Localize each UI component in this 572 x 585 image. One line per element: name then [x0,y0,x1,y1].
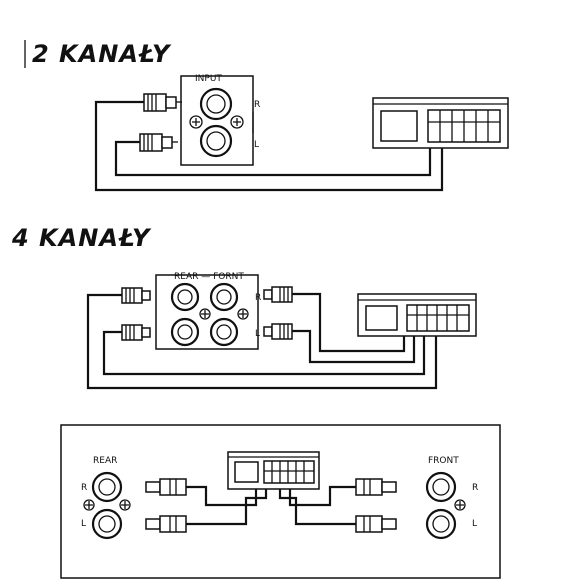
four-channel-section: 4 KANAŁY REAR — FORNT R L [11,224,477,390]
front-r-label: R [472,483,478,493]
screw-icon [199,308,211,320]
rca-plug-left-top [121,287,151,304]
rca-jack-front-r [209,282,239,312]
cable-front-l-panel [278,489,356,526]
screw-icon [119,499,131,511]
cable-right [94,100,444,192]
cable-left [114,140,432,177]
cable-front-r [292,292,406,353]
amp-input-panel-2ch: INPUT R L [180,74,260,166]
cable-rear-r-panel [186,485,258,507]
rca-jack-r [199,87,233,121]
rear-label: REAR [93,456,117,466]
rca-jack-front-l [209,317,239,347]
head-unit-2ch [372,97,509,149]
rca-plug-front-l [355,515,397,533]
rca-jack-front-r [425,471,457,503]
front-label: FRONT [428,456,459,466]
rca-jack-l [199,124,233,158]
amp-input-panel-4ch: REAR — FORNT R L [155,272,261,350]
rca-plug-right-top [263,286,293,303]
amplifier-back-panel [60,424,501,579]
rca-jack-rear-r [91,471,123,503]
cable-front-r-panel [288,485,356,507]
cable-rear-r [86,293,438,390]
rca-plug-bottom [139,133,178,152]
left-channel-label: L [255,329,260,339]
cable-rear-l-panel [186,489,268,526]
rca-plug-rear-l [145,515,187,533]
rca-plug-rear-r [145,478,187,496]
rca-plug-top [143,93,182,112]
rca-plug-left-bottom [121,324,151,341]
two-channel-section: 2 KANAŁY INPUT R L [24,40,509,192]
head-unit-panel [227,451,320,490]
rca-plug-front-r [355,478,397,496]
screw-icon [230,115,244,129]
screw-icon [189,115,203,129]
rear-l-label: L [81,519,86,529]
heading-4-channels: 4 KANAŁY [11,224,152,252]
rca-jack-rear-l [91,508,123,540]
rca-jack-front-l [425,508,457,540]
front-l-label: L [472,519,477,529]
rca-jack-rear-r [170,282,200,312]
heading-2-channels: 2 KANAŁY [32,40,172,68]
rca-jack-rear-l [170,317,200,347]
rear-r-label: R [81,483,87,493]
cable-front-l [292,329,416,364]
right-channel-label: R [255,293,261,303]
cable-rear-l [102,330,426,376]
rear-front-label: REAR — FORNT [174,272,244,282]
left-channel-label: L [254,140,259,150]
input-label: INPUT [195,74,222,84]
rca-plug-right-bottom [263,323,293,340]
head-unit-4ch [357,293,477,337]
screw-icon [237,308,249,320]
screw-icon [83,499,95,511]
rear-front-section: REAR R L FRONT R L [60,424,501,579]
right-channel-label: R [254,100,260,110]
screw-icon [454,499,466,511]
